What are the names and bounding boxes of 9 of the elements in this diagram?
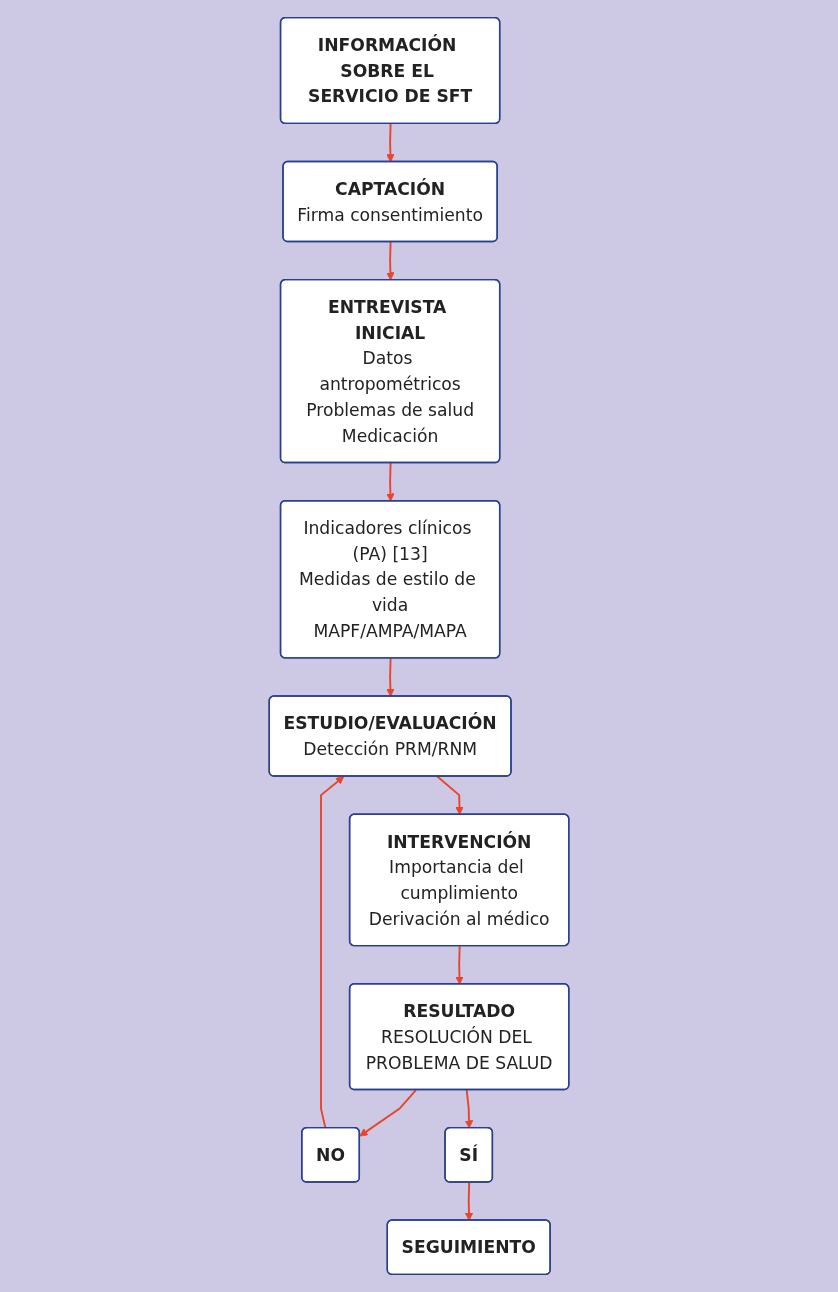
arrow bbox=[436, 775, 464, 816]
arrow bbox=[464, 1089, 474, 1129]
arrow bbox=[455, 945, 464, 985]
arrow bbox=[386, 657, 395, 697]
arrow bbox=[386, 241, 395, 281]
arrow bbox=[386, 462, 395, 502]
arrow bbox=[386, 122, 395, 163]
arrow bbox=[464, 1181, 474, 1221]
arrow bbox=[359, 1089, 417, 1137]
